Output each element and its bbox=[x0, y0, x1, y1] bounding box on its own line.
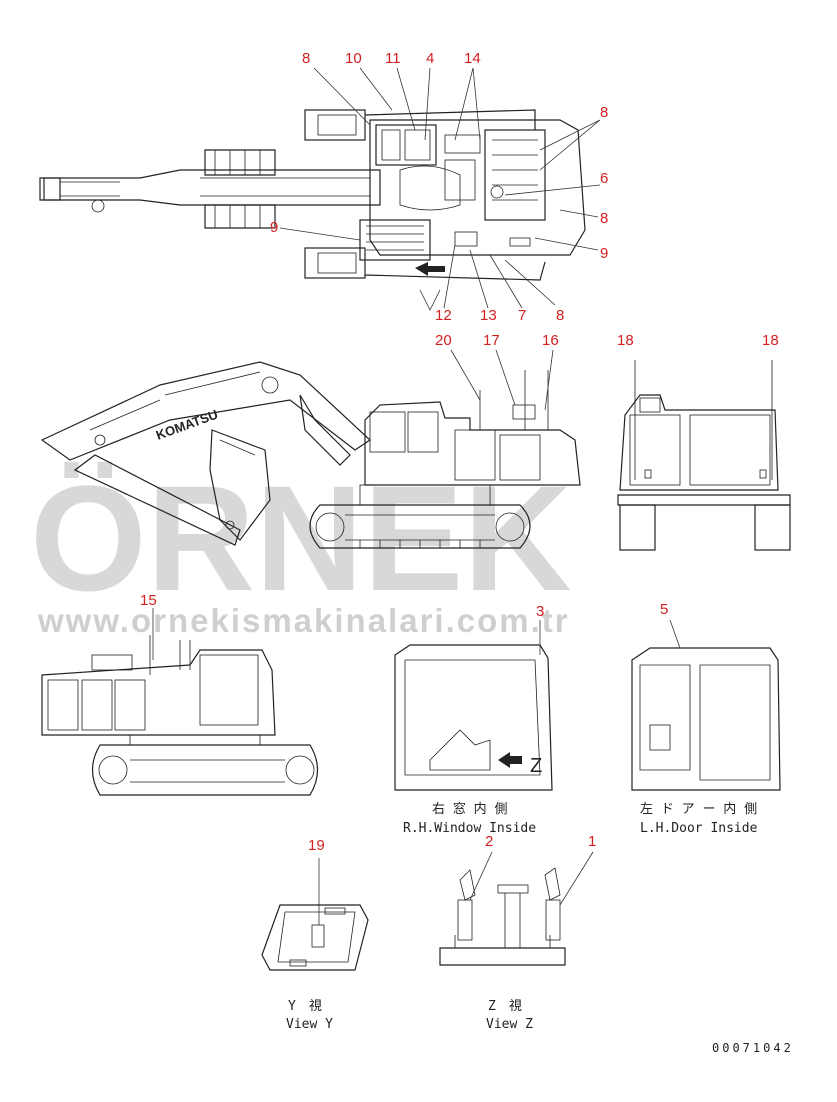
view-z-caption-jp: Z 視 bbox=[488, 999, 522, 1014]
lh-door-drawing bbox=[631, 619, 781, 791]
callout-11: 11 bbox=[385, 50, 401, 67]
callout-8-d: 8 bbox=[556, 307, 564, 324]
upper-captions: 右 窓 内 側 R.H.Window Inside 左 ド ア ー 内 側 L.… bbox=[403, 801, 758, 836]
callout-20: 20 bbox=[435, 332, 452, 349]
watermark: ÖRNEK www.ornekismakinalari.com.tr bbox=[30, 454, 572, 639]
view-y-drawing bbox=[261, 858, 369, 971]
callout-4: 4 bbox=[426, 50, 434, 67]
top-view-callouts: 8 10 11 4 14 8 6 8 9 9 12 13 7 8 bbox=[270, 50, 608, 324]
callout-18-a: 18 bbox=[617, 332, 634, 349]
callout-2: 2 bbox=[485, 833, 493, 850]
boom-brand-text: KOMATSU bbox=[154, 407, 220, 443]
callout-8-c: 8 bbox=[600, 210, 608, 227]
drawing-code: 00071042 bbox=[712, 1041, 794, 1055]
callout-16: 16 bbox=[542, 332, 559, 349]
view-y-caption-en: View Y bbox=[286, 1017, 333, 1032]
callout-9-b: 9 bbox=[600, 245, 608, 262]
view-captions: Y 視 View Y Z 視 View Z bbox=[286, 999, 533, 1032]
callout-12: 12 bbox=[435, 307, 452, 324]
side-view-callouts: 20 17 16 18 18 bbox=[435, 332, 779, 349]
view-z-drawing bbox=[439, 851, 594, 966]
watermark-brand: ÖRNEK bbox=[30, 454, 572, 622]
view-y-caption-jp: Y 視 bbox=[288, 999, 322, 1014]
rh-window-drawing: Z bbox=[394, 620, 553, 791]
lower-callouts: 15 3 5 19 2 1 bbox=[140, 592, 668, 854]
left-side-view-drawing bbox=[41, 608, 319, 796]
callout-10: 10 bbox=[345, 50, 362, 67]
callout-13: 13 bbox=[480, 307, 497, 324]
lh-door-caption-en: L.H.Door Inside bbox=[640, 821, 758, 836]
view-z-marker: Z bbox=[530, 755, 542, 777]
callout-8-b: 8 bbox=[600, 104, 608, 121]
callout-19: 19 bbox=[308, 837, 325, 854]
callout-18-b: 18 bbox=[762, 332, 779, 349]
callout-1: 1 bbox=[588, 833, 596, 850]
rh-window-caption-jp: 右 窓 内 側 bbox=[432, 801, 507, 817]
rh-window-caption-en: R.H.Window Inside bbox=[403, 821, 536, 836]
callout-6: 6 bbox=[600, 170, 608, 187]
view-z-caption-en: View Z bbox=[486, 1017, 533, 1032]
rear-view-drawing bbox=[617, 360, 791, 551]
callout-5: 5 bbox=[660, 601, 668, 618]
callout-8-a: 8 bbox=[302, 50, 310, 67]
watermark-url: www.ornekismakinalari.com.tr bbox=[37, 602, 570, 639]
callout-7: 7 bbox=[518, 307, 526, 324]
callout-14: 14 bbox=[464, 50, 481, 67]
callout-9-a: 9 bbox=[270, 219, 278, 236]
callout-17: 17 bbox=[483, 332, 500, 349]
callout-3: 3 bbox=[536, 603, 544, 620]
callout-15: 15 bbox=[140, 592, 157, 609]
top-view-drawing bbox=[39, 67, 601, 311]
lh-door-caption-jp: 左 ド ア ー 内 側 bbox=[640, 801, 757, 817]
